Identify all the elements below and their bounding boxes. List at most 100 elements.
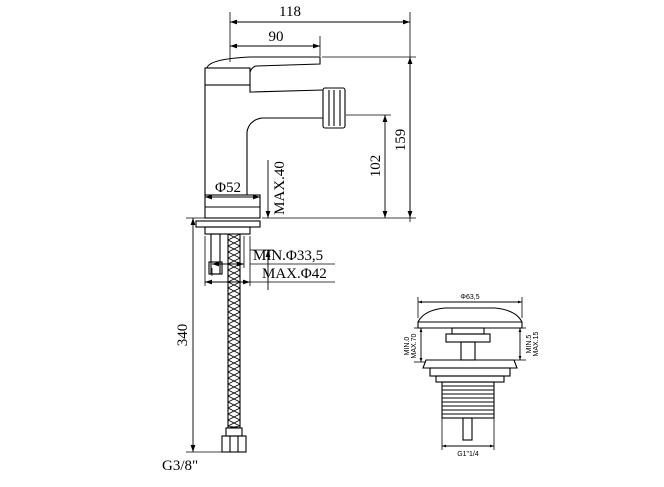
label-waste-thread: G1"1/4 bbox=[457, 451, 479, 458]
faucet-spout-bottom bbox=[246, 117, 323, 133]
label-total-height: 159 bbox=[393, 129, 409, 152]
label-spout-height: 102 bbox=[368, 155, 384, 178]
dimension-arrowhead bbox=[230, 43, 237, 49]
hose-braid-line bbox=[227, 371, 241, 379]
label-base-diameter: Φ52 bbox=[215, 180, 241, 196]
dimension-arrowhead bbox=[205, 194, 212, 200]
dimension-arrowhead bbox=[407, 57, 413, 64]
label-min-0: MIN.0 bbox=[404, 337, 411, 356]
threaded-rod-nut bbox=[208, 261, 223, 275]
hose-braid-line bbox=[227, 245, 241, 253]
faucet-body bbox=[204, 85, 248, 195]
dimension-arrowhead bbox=[382, 211, 388, 218]
hose-braid-line bbox=[227, 239, 241, 247]
dimension-arrowhead bbox=[407, 211, 413, 218]
waste-labels: Φ63,5 MIN.0 MAX.70 MIN.5 MAX.15 G1"1/4 bbox=[404, 294, 540, 458]
label-hose-thread: G3/8" bbox=[162, 458, 198, 474]
hose-braid-line bbox=[227, 389, 241, 397]
hose-braid-line bbox=[227, 365, 241, 373]
hose-braid-line bbox=[227, 377, 241, 385]
label-cap-diameter: Φ63,5 bbox=[460, 294, 479, 301]
label-max-15: MAX.15 bbox=[533, 331, 540, 356]
hose-braid-line bbox=[227, 305, 241, 313]
waste-threaded-body bbox=[441, 381, 495, 419]
hose-braid-line bbox=[227, 425, 241, 429]
waste-body-collar bbox=[435, 375, 505, 383]
hose-braid-line bbox=[227, 353, 241, 361]
faucet-spout-top bbox=[249, 85, 324, 93]
dimension-arrowhead bbox=[230, 19, 237, 25]
hose-braid-line bbox=[227, 323, 241, 331]
label-max-hole: MAX.Φ42 bbox=[262, 266, 327, 282]
hose-braid-line bbox=[227, 275, 241, 283]
hose-braid-line bbox=[227, 407, 241, 415]
faucet-handle-cap bbox=[204, 67, 251, 86]
dimension-arrowhead bbox=[382, 115, 388, 122]
hose-ferrule bbox=[225, 427, 243, 437]
label-min-hole: MIN.Φ33,5 bbox=[253, 248, 323, 264]
hose-braid-line bbox=[227, 359, 241, 367]
hose-braid-line bbox=[227, 293, 241, 301]
dimension-arrowhead bbox=[205, 279, 212, 285]
hose-braid-line bbox=[227, 299, 241, 307]
hose-braid-line bbox=[227, 341, 241, 349]
hose-braid bbox=[227, 233, 241, 429]
mounting-washer bbox=[195, 220, 261, 228]
dimension-arrowhead bbox=[403, 19, 410, 25]
hose-braid-line bbox=[227, 311, 241, 319]
faucet-labels: 118 90 159 102 MAX.40 Φ52 MIN.Φ33,5 MAX.… bbox=[162, 4, 409, 474]
waste-dimension-lines bbox=[418, 300, 522, 448]
hose-braid-line bbox=[227, 317, 241, 325]
label-max-thickness: MAX.40 bbox=[272, 161, 288, 215]
mounting-nut bbox=[204, 226, 251, 235]
waste-flange bbox=[422, 359, 518, 369]
label-handle-width: 90 bbox=[269, 29, 284, 45]
faucet-extension-lines bbox=[186, 12, 416, 453]
dimension-arrowhead bbox=[419, 328, 423, 332]
waste-cap-collar bbox=[445, 333, 491, 343]
waste-rod bbox=[462, 417, 473, 441]
waste-extension-lines bbox=[414, 297, 526, 450]
hose-braid-line bbox=[227, 269, 241, 277]
dimension-arrowhead bbox=[237, 261, 244, 267]
dimension-arrowhead bbox=[442, 444, 446, 448]
hose-end-nut bbox=[221, 435, 247, 453]
dimension-arrowhead bbox=[418, 300, 422, 304]
label-max-70: MAX.70 bbox=[411, 333, 418, 358]
label-min-5: MIN.5 bbox=[526, 335, 533, 354]
waste-stem bbox=[460, 341, 476, 361]
dimension-arrowhead bbox=[190, 445, 196, 452]
dimension-arrowhead bbox=[265, 250, 271, 257]
dimension-arrowhead bbox=[243, 279, 250, 285]
waste-cap-seal bbox=[451, 327, 485, 335]
waste-outline bbox=[417, 307, 523, 441]
hose-braid-line bbox=[227, 257, 241, 265]
hose-braid-line bbox=[227, 287, 241, 295]
label-overall-width: 118 bbox=[279, 4, 301, 20]
hose-braid-line bbox=[227, 281, 241, 289]
dimension-arrowhead bbox=[419, 358, 423, 362]
dimension-arrowhead bbox=[518, 300, 522, 304]
faucet-lever-handle bbox=[206, 56, 321, 73]
dimension-arrowhead bbox=[265, 211, 271, 218]
hose-braid-line bbox=[227, 347, 241, 355]
label-hose-length: 340 bbox=[175, 324, 191, 347]
waste-flange-base bbox=[429, 367, 511, 377]
faucet-dimension-lines bbox=[190, 19, 413, 452]
dimension-arrowhead bbox=[253, 194, 260, 200]
waste-cap bbox=[417, 307, 523, 329]
dimension-arrowhead bbox=[518, 356, 522, 360]
dimension-arrowhead bbox=[313, 43, 320, 49]
hose-braid-line bbox=[227, 383, 241, 391]
hose-braid-line bbox=[227, 233, 241, 241]
hose-braid-line bbox=[227, 413, 241, 421]
hose-braid-line bbox=[227, 335, 241, 343]
hose-braid-line bbox=[227, 251, 241, 259]
hose-braid-line bbox=[227, 395, 241, 403]
hose-braid-line bbox=[227, 401, 241, 409]
dimension-arrowhead bbox=[212, 261, 219, 267]
dimension-arrowhead bbox=[518, 328, 522, 332]
hose-braid-line bbox=[227, 329, 241, 337]
dimension-arrowhead bbox=[190, 218, 196, 225]
